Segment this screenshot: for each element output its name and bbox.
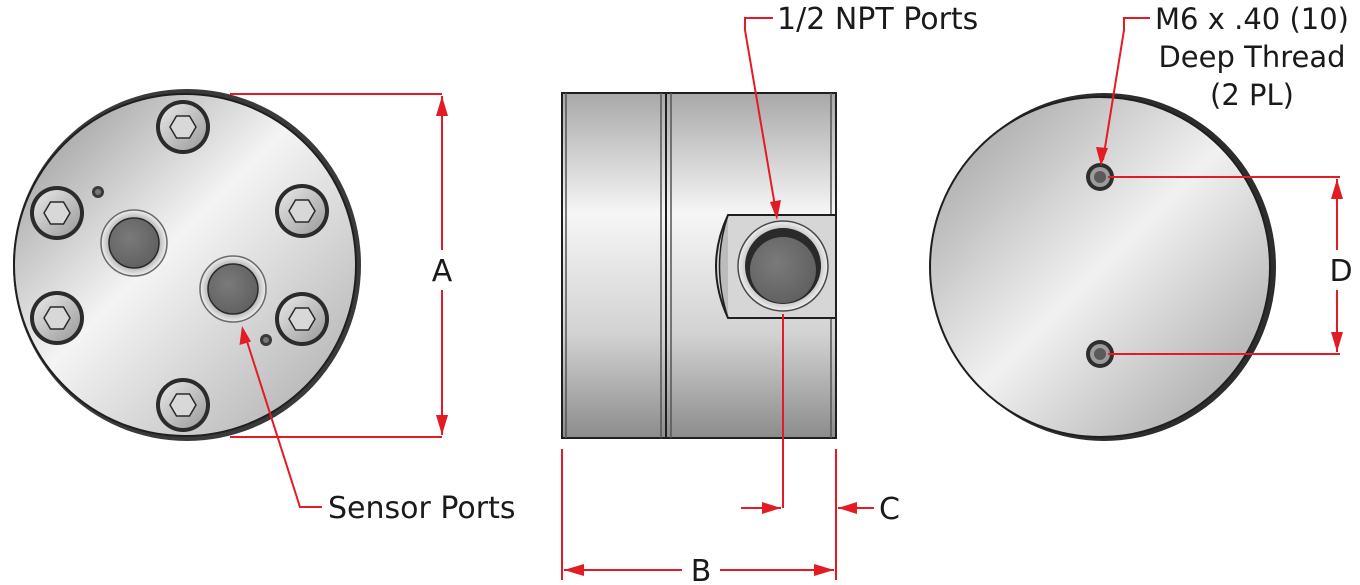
thread-label-line3: (2 PL) bbox=[1210, 78, 1294, 112]
sensor-port-right bbox=[199, 255, 267, 323]
front-view bbox=[13, 89, 361, 441]
back-view bbox=[929, 93, 1276, 441]
hex-socket-bolt-icon bbox=[288, 307, 316, 331]
hex-socket-bolt-icon bbox=[169, 393, 197, 417]
npt-ports-callout: 1/2 NPT Ports bbox=[744, 2, 978, 220]
bolt-upper-left bbox=[30, 186, 84, 240]
side-view-left-section bbox=[561, 92, 667, 439]
side-view bbox=[561, 92, 837, 439]
dimension-c-label: C bbox=[879, 492, 900, 527]
bolt-upper-right bbox=[275, 184, 329, 238]
dimension-b-label: B bbox=[691, 554, 712, 585]
thread-label-line2: Deep Thread bbox=[1158, 40, 1345, 74]
sensor-ports-label: Sensor Ports bbox=[328, 491, 515, 526]
bolt-lower-left bbox=[30, 291, 84, 345]
back-view-face bbox=[929, 96, 1271, 438]
front-view-face bbox=[13, 93, 357, 437]
hex-socket-bolt-icon bbox=[288, 199, 316, 223]
thread-label-line1: M6 x .40 (10) bbox=[1155, 2, 1349, 36]
npt-ports-label: 1/2 NPT Ports bbox=[777, 2, 978, 37]
dimension-a: A bbox=[230, 93, 453, 438]
hex-socket-bolt-icon bbox=[43, 201, 71, 225]
thread-callout: M6 x .40 (10) Deep Thread (2 PL) bbox=[1096, 2, 1349, 166]
bolt-top bbox=[156, 100, 210, 154]
dimension-d: D bbox=[1108, 176, 1353, 355]
sensor-ports-callout: Sensor Ports bbox=[239, 326, 515, 526]
bolt-bottom bbox=[156, 378, 210, 432]
hex-socket-bolt-icon bbox=[43, 306, 71, 330]
sensor-port-left bbox=[100, 209, 168, 277]
dimension-a-label: A bbox=[432, 254, 453, 289]
dimension-b: B bbox=[561, 449, 837, 585]
dimension-c: C bbox=[741, 314, 900, 527]
dimension-d-label: D bbox=[1329, 254, 1352, 289]
bolt-lower-right bbox=[275, 292, 329, 346]
hex-socket-bolt-icon bbox=[169, 115, 197, 139]
